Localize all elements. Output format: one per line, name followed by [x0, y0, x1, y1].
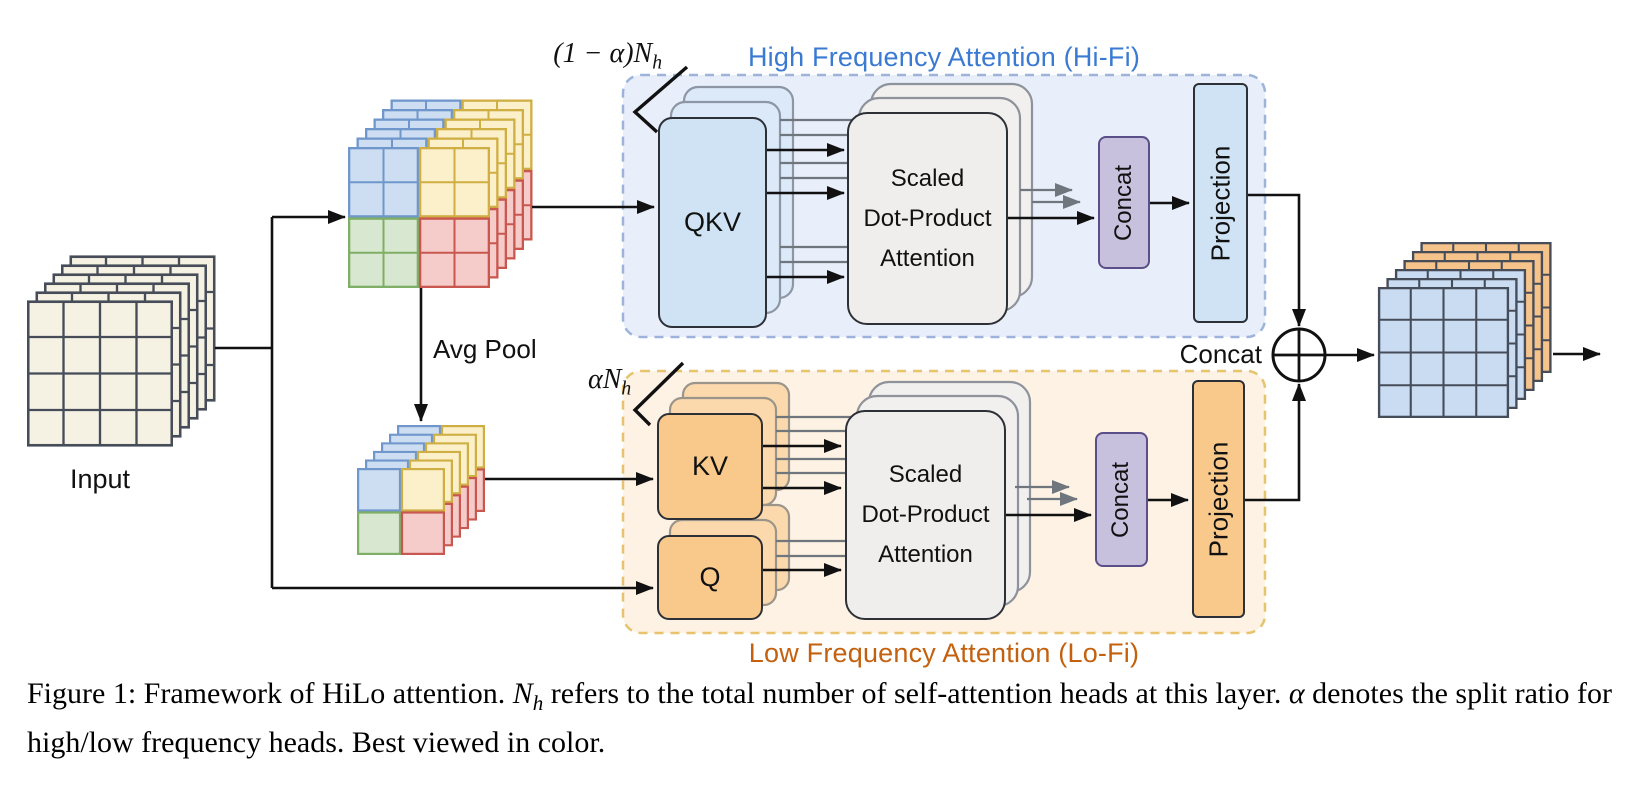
caption-math-alpha: α — [1288, 677, 1305, 710]
caption-math-nh: Nh — [512, 677, 544, 715]
caption-math-nh-sub: h — [532, 691, 544, 715]
input-label: Input — [69, 464, 131, 494]
figure-caption: Figure 1: Framework of HiLo attention. N… — [27, 674, 1615, 762]
lofi-head-count-base: αN — [588, 364, 622, 395]
merge-concat-label: Concat — [1179, 339, 1262, 369]
kv-box: KV — [657, 413, 763, 520]
lofi-concat-text: Concat — [1107, 461, 1135, 538]
lofi-head-count-sub: h — [621, 378, 632, 400]
hifi-projection-box: Projection — [1193, 83, 1248, 323]
caption-seg2: refers to the total number of self-atten… — [543, 677, 1289, 710]
lofi-projection-text: Projection — [1203, 441, 1233, 557]
hifi-concat-text: Concat — [1110, 164, 1138, 241]
stack-count-brackets — [632, 65, 689, 427]
flow-arrows — [215, 143, 1601, 595]
input-stack — [27, 255, 216, 447]
lofi-concat-box: Concat — [1095, 432, 1148, 567]
caption-math-nh-base: N — [512, 677, 533, 710]
hifi-title: High Frequency Attention (Hi-Fi) — [747, 42, 1141, 72]
lofi-attention-box: Scaled Dot-Product Attention — [845, 410, 1006, 620]
lofi-title: Low Frequency Attention (Lo-Fi) — [748, 638, 1140, 668]
merge-concat-node — [1271, 327, 1327, 383]
hifi-projection-text: Projection — [1205, 145, 1235, 261]
window-feature-map-stack — [348, 99, 533, 288]
pooled-feature-map-stack — [357, 425, 485, 555]
hifi-concat-box: Concat — [1098, 136, 1150, 269]
hifi-attention-box: Scaled Dot-Product Attention — [847, 112, 1008, 325]
hifi-head-count-sub: h — [652, 52, 662, 74]
hifi-head-count-base: (1 − α)N — [553, 38, 653, 69]
hifi-head-count-label: (1 − α)Nh — [480, 38, 662, 75]
caption-seg1: Figure 1: Framework of HiLo attention. — [27, 677, 513, 710]
qkv-box: QKV — [658, 117, 767, 328]
caption-seg3: denotes the split ratio for high/low fre… — [27, 677, 1613, 759]
output-stack — [1377, 242, 1552, 418]
avg-pool-label: Avg Pool — [433, 334, 537, 364]
q-box: Q — [657, 535, 763, 620]
lofi-projection-box: Projection — [1192, 380, 1245, 618]
lofi-head-count-label: αNh — [588, 364, 631, 401]
head-stream-lines — [776, 118, 1081, 558]
